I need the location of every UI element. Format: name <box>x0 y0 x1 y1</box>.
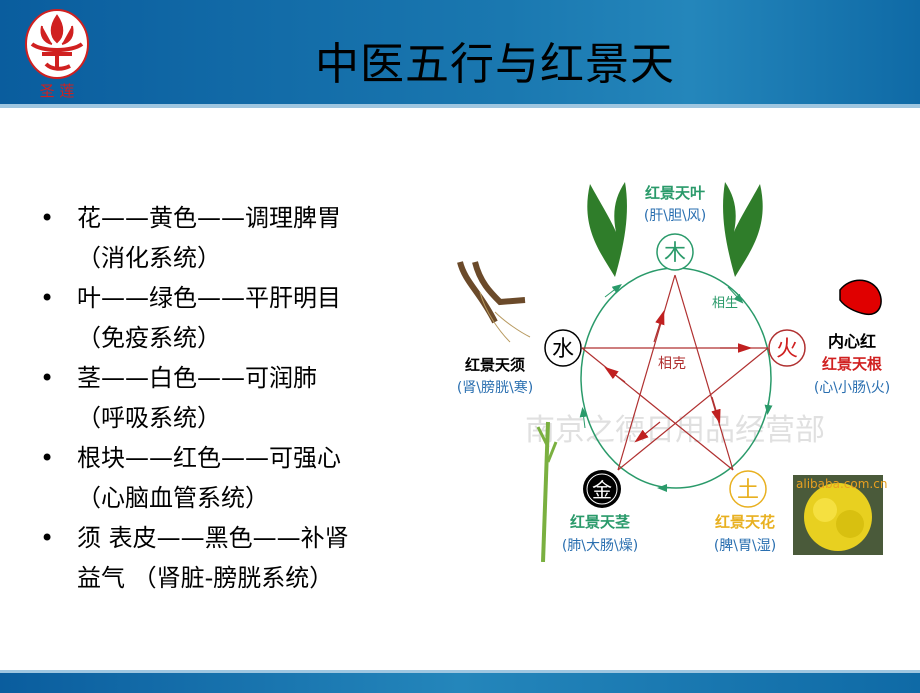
bullet-subtext: 益气 （肾脏-膀胱系统） <box>77 564 334 592</box>
bullet-list: 花——黄色——调理脾胃 （消化系统） 叶——绿色——平肝明目 （免疫系统） 茎——白… <box>40 198 430 598</box>
bullet-text: 茎——白色——可润肺 <box>77 364 317 392</box>
ke-line <box>617 347 769 471</box>
heart-root-image <box>839 279 882 316</box>
node-wood: 木 <box>656 233 694 271</box>
sheng-arrow <box>764 391 773 415</box>
bullet-subtext: （心脑血管系统） <box>77 484 269 512</box>
footer-bar <box>0 670 920 693</box>
ke-arrow <box>634 421 661 443</box>
watermark: 南京之德日用品经营部 <box>525 413 825 448</box>
bullet-leaf: 叶——绿色——平肝明目 （免疫系统） <box>40 278 430 358</box>
sheng-label: 相生 <box>712 296 738 311</box>
leaf-sprig-image <box>587 182 763 277</box>
stem-image <box>536 421 558 562</box>
flower-organs: (脾\胃\湿) <box>714 538 776 554</box>
bullet-subtext: （消化系统） <box>77 244 221 272</box>
source-watermark: alibaba.com.cn <box>796 477 887 491</box>
whisker-organs: (肾\膀胱\寒) <box>457 379 533 396</box>
node-fire: 火 <box>768 329 806 367</box>
stem-name: 红景天茎 <box>570 513 630 531</box>
header-bar: 圣 莲 中医五行与红景天 <box>0 0 920 108</box>
bullet-subtext: （免疫系统） <box>77 324 221 352</box>
bullet-text: 叶——绿色——平肝明目 <box>77 284 341 312</box>
node-fire-label: 火 <box>776 337 798 362</box>
node-water: 水 <box>544 329 582 367</box>
node-metal-label: 金 <box>592 478 612 502</box>
root-whisker-image <box>457 261 531 343</box>
bullet-text: 根块——红色——可强心 <box>77 444 341 472</box>
ke-arrow <box>604 366 626 383</box>
bullet-text: 须 表皮——黑色——补肾 <box>77 524 349 552</box>
sheng-lian-logo: 圣 莲 <box>25 9 89 100</box>
stem-organs: (肺\大肠\燥) <box>562 538 638 554</box>
bullet-subtext: （呼吸系统） <box>77 404 221 432</box>
flower-name: 红景天花 <box>715 513 775 531</box>
ke-line <box>617 274 676 471</box>
node-metal: 金 <box>583 470 621 508</box>
node-earth-label: 土 <box>737 478 759 503</box>
five-elements-diagram: 南京之德日用品经营部 相生 相克 木 水 火 金 土 <box>457 182 890 562</box>
bullet-flower: 花——黄色——调理脾胃 （消化系统） <box>40 198 430 278</box>
root-alt-name: 内心红 <box>828 332 876 351</box>
sheng-arrow <box>727 286 744 304</box>
flower-photo <box>793 475 883 555</box>
ke-line <box>674 274 734 471</box>
bullet-text: 花——黄色——调理脾胃 <box>77 204 341 232</box>
sheng-arrow <box>604 283 622 298</box>
root-organs: (心\小肠\火) <box>814 380 890 396</box>
page-title: 中医五行与红景天 <box>315 39 675 90</box>
sheng-cycle-circle <box>580 267 772 489</box>
ke-label: 相克 <box>658 356 686 372</box>
ke-arrow <box>653 310 665 343</box>
whisker-name: 红景天须 <box>465 356 525 374</box>
node-water-label: 水 <box>552 337 574 362</box>
node-wood-label: 木 <box>664 241 686 266</box>
sheng-arrow <box>579 407 588 429</box>
root-name: 红景天根 <box>822 355 882 373</box>
ke-arrow <box>711 396 721 424</box>
bullet-root: 根块——红色——可强心 （心脑血管系统） <box>40 438 430 518</box>
node-earth: 土 <box>729 470 767 508</box>
leaf-organs: (肝\胆\风) <box>644 208 706 224</box>
bullet-stem: 茎——白色——可润肺 （呼吸系统） <box>40 358 430 438</box>
leaf-name: 红景天叶 <box>645 184 705 202</box>
svg-text:圣 莲: 圣 莲 <box>40 82 75 100</box>
